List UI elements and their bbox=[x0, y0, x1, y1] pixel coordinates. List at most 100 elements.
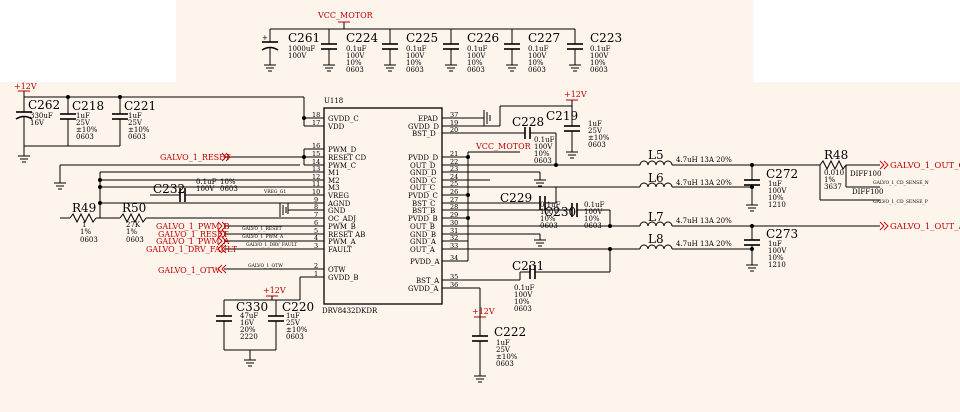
svg-text:PVDD_C: PVDD_C bbox=[408, 192, 438, 200]
svg-text:R50: R50 bbox=[122, 201, 146, 215]
svg-text:100V: 100V bbox=[540, 208, 559, 216]
svg-text:GALVO_1_CD_SENSE_P: GALVO_1_CD_SENSE_P bbox=[873, 199, 928, 205]
svg-text:L7: L7 bbox=[648, 210, 664, 224]
svg-text:25V: 25V bbox=[496, 346, 511, 354]
svg-text:C273: C273 bbox=[766, 227, 798, 241]
svg-text:±10%: ±10% bbox=[286, 326, 308, 334]
u118-part: DRV8432DKDR bbox=[322, 307, 378, 315]
svg-text:GND_B: GND_B bbox=[410, 231, 436, 239]
svg-text:20%: 20% bbox=[240, 326, 256, 334]
gnd-ab bbox=[468, 233, 546, 247]
svg-text:±10%: ±10% bbox=[128, 126, 150, 134]
svg-text:+12V: +12V bbox=[14, 82, 37, 91]
gnd-cd bbox=[468, 171, 546, 187]
svg-text:C219: C219 bbox=[546, 109, 578, 123]
svg-text:+: + bbox=[262, 34, 268, 42]
svg-text:7: 7 bbox=[314, 211, 318, 219]
svg-text:100V: 100V bbox=[584, 208, 603, 216]
svg-text:GVDD_D: GVDD_D bbox=[408, 123, 439, 131]
svg-text:100V: 100V bbox=[288, 52, 307, 60]
svg-text:C272: C272 bbox=[766, 167, 798, 181]
svg-text:C231: C231 bbox=[512, 259, 544, 273]
svg-text:GALVO_1_RESET: GALVO_1_RESET bbox=[160, 153, 231, 162]
svg-text:0603: 0603 bbox=[220, 185, 238, 193]
svg-text:VDD: VDD bbox=[327, 123, 345, 131]
svg-text:GALVO_1_RESET: GALVO_1_RESET bbox=[158, 230, 229, 239]
svg-text:1uF: 1uF bbox=[768, 180, 782, 188]
svg-text:BST_D: BST_D bbox=[412, 130, 436, 138]
svg-text:0603: 0603 bbox=[540, 222, 558, 230]
svg-text:RESET AB: RESET AB bbox=[328, 231, 365, 239]
svg-text:0603: 0603 bbox=[406, 66, 424, 74]
svg-text:0603: 0603 bbox=[514, 305, 532, 313]
vcc-motor-label: VCC_MOTOR bbox=[317, 11, 374, 20]
svg-text:25V: 25V bbox=[76, 119, 91, 127]
svg-text:GALVO_1_OTW: GALVO_1_OTW bbox=[158, 266, 221, 275]
svg-text:C220: C220 bbox=[282, 300, 314, 314]
svg-text:4.7uH 13A 20%: 4.7uH 13A 20% bbox=[676, 179, 732, 187]
svg-text:GALVO_1_OUT_AB: GALVO_1_OUT_AB bbox=[890, 222, 960, 232]
svg-text:29: 29 bbox=[450, 211, 458, 219]
svg-text:GALVO_1_OUT_CD: GALVO_1_OUT_CD bbox=[890, 161, 960, 171]
svg-text:GALVO_1_DRV_FAULT: GALVO_1_DRV_FAULT bbox=[246, 242, 297, 248]
svg-text:GND_D: GND_D bbox=[410, 169, 437, 177]
p12v-left: +12V bbox=[14, 82, 306, 126]
svg-text:GND_C: GND_C bbox=[410, 177, 436, 185]
svg-text:1210: 1210 bbox=[768, 261, 786, 269]
svg-text:GND_A: GND_A bbox=[410, 238, 437, 246]
svg-text:11: 11 bbox=[312, 180, 320, 188]
c224-ref: C224 bbox=[346, 31, 378, 45]
svg-text:GALVO_1_PWM_A: GALVO_1_PWM_A bbox=[156, 237, 230, 246]
svg-text:0.010: 0.010 bbox=[824, 169, 844, 177]
svg-text:C218: C218 bbox=[72, 99, 104, 113]
svg-text:10%: 10% bbox=[768, 254, 784, 262]
svg-text:GALVO_1_DRV_FAULT: GALVO_1_DRV_FAULT bbox=[146, 245, 238, 254]
svg-text:L6: L6 bbox=[648, 171, 664, 185]
svg-text:GALVO_1_CD_SENSE_N: GALVO_1_CD_SENSE_N bbox=[873, 180, 929, 186]
svg-text:VREG: VREG bbox=[327, 192, 349, 200]
l7: L7 4.7uH 13A 20% bbox=[608, 210, 880, 228]
svg-text:PWM_D: PWM_D bbox=[328, 146, 357, 154]
svg-text:20: 20 bbox=[450, 126, 458, 134]
svg-text:1uF: 1uF bbox=[76, 112, 90, 120]
svg-text:±10%: ±10% bbox=[76, 126, 98, 134]
svg-text:100V: 100V bbox=[406, 52, 425, 60]
agnd-ground bbox=[279, 203, 289, 217]
svg-text:OTW: OTW bbox=[328, 266, 346, 274]
svg-text:OC_ADJ: OC_ADJ bbox=[328, 215, 356, 223]
svg-text:100V: 100V bbox=[590, 52, 609, 60]
svg-text:23: 23 bbox=[450, 165, 458, 173]
svg-text:0603: 0603 bbox=[590, 66, 608, 74]
c227-ref: C227 bbox=[528, 31, 560, 45]
svg-text:0603: 0603 bbox=[496, 360, 514, 368]
svg-text:25: 25 bbox=[450, 180, 458, 188]
svg-text:0603: 0603 bbox=[534, 157, 552, 165]
svg-text:4.7uH 13A 20%: 4.7uH 13A 20% bbox=[676, 240, 732, 248]
svg-text:0603: 0603 bbox=[528, 66, 546, 74]
svg-text:33: 33 bbox=[450, 242, 458, 250]
svg-text:27K: 27K bbox=[126, 221, 141, 229]
svg-text:EPAD: EPAD bbox=[418, 115, 438, 123]
svg-text:100V: 100V bbox=[768, 187, 787, 195]
svg-text:10%: 10% bbox=[346, 59, 362, 67]
svg-text:1uF: 1uF bbox=[768, 240, 782, 248]
svg-text:330uF: 330uF bbox=[30, 112, 53, 120]
svg-text:PVDD_B: PVDD_B bbox=[408, 215, 438, 223]
svg-text:10%: 10% bbox=[220, 178, 236, 186]
svg-text:10%: 10% bbox=[584, 215, 600, 223]
svg-text:DIFF100: DIFF100 bbox=[852, 188, 883, 196]
svg-text:25V: 25V bbox=[128, 119, 143, 127]
gvdd-b-caps: +12V bbox=[216, 277, 301, 367]
r49: R49 11%0603 bbox=[60, 201, 120, 244]
svg-text:0603: 0603 bbox=[76, 133, 94, 141]
svg-text:4.7uH 13A 20%: 4.7uH 13A 20% bbox=[676, 156, 732, 164]
svg-text:21: 21 bbox=[450, 150, 458, 158]
